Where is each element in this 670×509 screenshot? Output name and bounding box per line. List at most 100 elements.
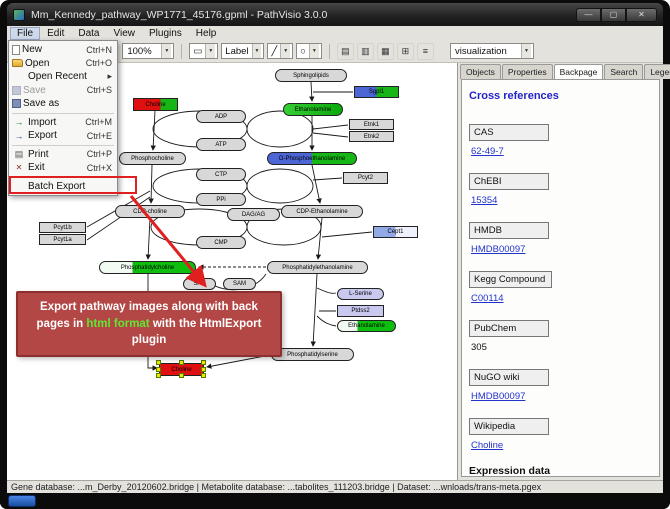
menu-item-shortcut: Ctrl+E	[86, 130, 112, 141]
align-horizontal-icon: ▤	[341, 45, 350, 56]
pathway-node-etnk2[interactable]: Etnk2	[349, 131, 394, 142]
line-tool-dropdown[interactable]: ╱ ▼	[267, 43, 294, 59]
pathway-node-ppi[interactable]: PPi	[196, 193, 246, 206]
selection-handle[interactable]	[156, 366, 161, 372]
zoom-combobox[interactable]: 100% ▼	[122, 43, 175, 59]
pathway-node-phosphocholine[interactable]: Phosphocholine	[119, 152, 186, 165]
pathway-node-ethanolamine[interactable]: Ethanolamine	[337, 320, 396, 332]
crossref-id[interactable]: HMDB00097	[471, 244, 526, 255]
selection-handle[interactable]	[156, 373, 161, 378]
crossref-id[interactable]: HMDB00097	[471, 391, 526, 402]
selection-handle[interactable]	[178, 360, 184, 365]
callout-text: Export pathway images along with back pa…	[37, 301, 262, 346]
pathway-node-choline[interactable]: Choline	[133, 98, 178, 111]
align-vertical-button[interactable]: ▥	[356, 42, 374, 60]
minimize-button[interactable]: —	[576, 7, 601, 22]
menubar-item-plugins[interactable]: Plugins	[148, 27, 182, 39]
menu-item-label: Open	[25, 57, 50, 69]
pathway-node-phosphatidylserine[interactable]: Phosphatidylserine	[271, 348, 354, 361]
tab-search[interactable]: Search	[604, 64, 644, 79]
close-button[interactable]: ✕	[626, 7, 657, 22]
tab-objects[interactable]: Objects	[460, 64, 501, 79]
pathway-node-cdp-ethanolamine[interactable]: CDP-Ethanolamine	[281, 205, 363, 218]
statusbar-text: Gene database: ...m_Derby_20120602.bridg…	[11, 482, 542, 492]
crossref-id[interactable]: C00114	[471, 293, 504, 304]
pathway-node-cdp-choline[interactable]: CDP-choline	[115, 205, 185, 218]
pathway-node-etnk1[interactable]: Etnk1	[349, 119, 394, 130]
menu-item-shortcut: Ctrl+M	[85, 117, 112, 128]
window-title: Mm_Kennedy_pathway_WP1771_45176.gpml - P…	[31, 8, 328, 21]
import-icon	[12, 117, 26, 127]
menubar-item-edit[interactable]: Edit	[47, 27, 65, 39]
shape-tool-dropdown[interactable]: ○ ▼	[296, 43, 322, 59]
pathway-node-phosphatidylethanolamine[interactable]: Phosphatidylethanolamine	[267, 261, 368, 274]
crossref-id[interactable]: 15354	[471, 195, 498, 206]
menubar-item-help[interactable]: Help	[195, 27, 217, 39]
menubar-item-view[interactable]: View	[113, 27, 135, 39]
stack-button[interactable]: ▦	[376, 42, 394, 60]
tab-legend[interactable]: Legend	[644, 64, 670, 79]
selection-handle[interactable]	[201, 366, 206, 372]
pathway-node-atp[interactable]: ATP	[196, 138, 246, 151]
selection-handle[interactable]	[156, 360, 161, 365]
chevron-down-icon: ▼	[161, 44, 172, 58]
menu-item-label: Print	[28, 148, 49, 160]
distribute-button[interactable]: ⊞	[396, 42, 414, 60]
pathway-node-ptdss2[interactable]: Ptdss2	[337, 305, 384, 317]
tab-backpage[interactable]: Backpage	[553, 64, 604, 79]
menu-item-batch-export[interactable]: Batch Export	[9, 180, 117, 194]
pathway-node-sam[interactable]: SAM	[223, 278, 256, 290]
menu-item-label: New	[22, 44, 43, 56]
menu-item-label: Save as	[23, 98, 60, 110]
align-vertical-icon: ▥	[361, 45, 370, 56]
group-icon: ≡	[422, 46, 428, 56]
menu-item-save-as[interactable]: Save as	[9, 97, 117, 111]
menu-item-open-recent[interactable]: Open Recent▸	[9, 70, 117, 84]
group-button[interactable]: ≡	[416, 42, 434, 60]
pathway-node-ethanolamine[interactable]: Ethanolamine	[283, 103, 343, 116]
crossref-id[interactable]: Choline	[471, 440, 504, 451]
chevron-down-icon: ▼	[280, 44, 291, 58]
chevron-down-icon: ▼	[521, 44, 531, 58]
menu-item-shortcut: Ctrl+P	[86, 149, 112, 160]
tab-properties[interactable]: Properties	[501, 64, 553, 79]
menu-item-print[interactable]: Print Ctrl+P	[9, 148, 117, 162]
pathway-node-sphingolipids[interactable]: Sphingolipids	[275, 69, 347, 82]
align-horizontal-button[interactable]: ▤	[336, 42, 354, 60]
pathway-node-cmp[interactable]: CMP	[196, 236, 246, 249]
selection-handle[interactable]	[201, 373, 206, 378]
pathway-node-phosphatidylcholine[interactable]: Phosphatidylcholine	[99, 261, 196, 274]
selection-handle[interactable]	[178, 373, 184, 378]
visualization-dropdown[interactable]: visualization ▼	[450, 43, 534, 59]
pathway-node-cept1[interactable]: Cept1	[373, 226, 418, 238]
label-tool-dropdown[interactable]: Label ▼	[221, 43, 265, 59]
pathway-node-sgpl1[interactable]: Sgpl1	[354, 86, 399, 98]
menubar-item-data[interactable]: Data	[78, 27, 100, 39]
saveas-icon	[12, 99, 21, 109]
pathway-node-l-serine[interactable]: L-Serine	[337, 288, 384, 300]
pathway-node-sah[interactable]: SAH	[183, 278, 216, 290]
pathway-node-pcyt2[interactable]: Pcyt2	[343, 172, 388, 184]
pathway-node-pcyt1a[interactable]: Pcyt1a	[39, 234, 86, 245]
pathway-node-pcyt1b[interactable]: Pcyt1b	[39, 222, 86, 233]
maximize-button[interactable]: ▢	[601, 7, 626, 22]
window-frame-bottom	[0, 493, 670, 509]
pathway-node-ctp[interactable]: CTP	[196, 168, 246, 181]
datanode-tool-dropdown[interactable]: ▭ ▼	[189, 43, 219, 59]
menubar-item-file[interactable]: File	[10, 26, 41, 40]
pathway-node-dag-ag[interactable]: DAG/AG	[227, 208, 280, 221]
selection-handle[interactable]	[201, 360, 206, 365]
pathway-node-o-phosphoethanolamine[interactable]: O-Phosphoethanolamine	[267, 152, 357, 165]
exit-icon	[12, 163, 26, 172]
crossref-id[interactable]: 62-49-7	[471, 146, 504, 157]
pathway-node-adp[interactable]: ADP	[196, 110, 246, 123]
